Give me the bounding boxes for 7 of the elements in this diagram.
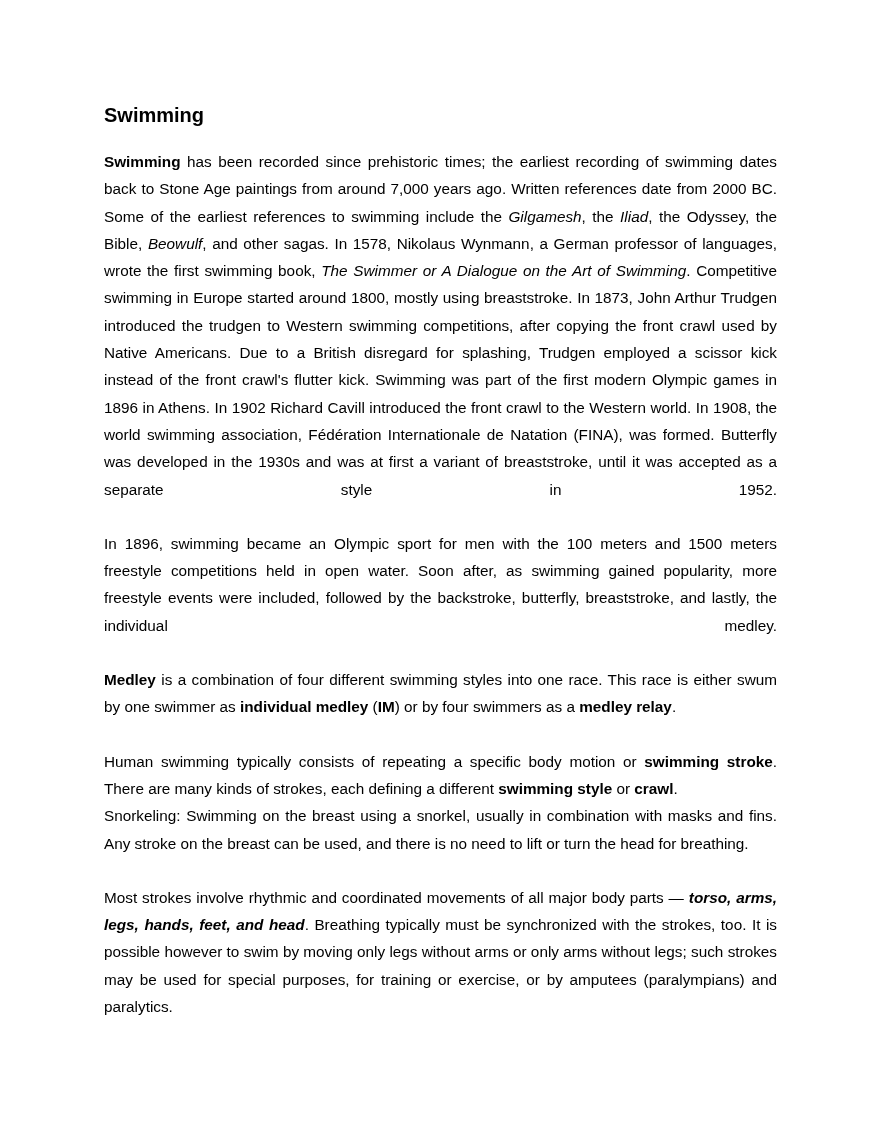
body-paragraph: Swimming has been recorded since prehistoric times; the earliest recording of swimming dates back to Stone Age paintings from around 7,000 years ago. Written references date from 2000 BC. Some of the earliest references to swimming include the Gilgamesh, the Iliad, the Odyssey, the Bible, Beowulf, and other sagas. In 1578, Nikolaus Wynmann, a German professor of languages, wrote the first swimming book, The Swimmer or A Dialogue on the Art of Swimming. Competitive swimming in Europe started around 1800, mostly using breaststroke. In 1873, John Arthur Trudgen introduced the trudgen to Western swimming competitions, after copying the front crawl used by Native Americans. Due to a British disregard for splashing, Trudgen employed a scissor kick instead of the front crawl's flutter kick. Swimming was part of the first modern Olympic games in 1896 in Athens. In 1902 Richard Cavill introduced the front crawl to the Western world. In 1908, the world swimming association, Fédération Internationale de Natation (FINA), was formed. Butterfly was developed in the 1930s and was at first a variant of breaststroke, until it was accepted as a separate style in 1952. [104,152,777,500]
body-paragraph: Snorkeling: Swimming on the breast using a snorkel, usually in combination with masks and fins. Any stroke on the breast can be used, and there is no need to lift or turn the head for breathing. [104,806,777,854]
body-paragraph: Human swimming typically consists of repeating a specific body motion or swimming stroke. There are many kinds of strokes, each defining a different swimming style or crawl. [104,751,777,799]
body-paragraph: Medley is a combination of four different swimming styles into one race. This race is either swum by one swimmer as individual medley (IM) or by four swimmers as a medley relay. [104,670,777,718]
body-paragraph: In 1896, swimming became an Olympic sport for men with the 100 meters and 1500 meters freestyle competitions held in open water. Soon after, as swimming gained popularity, more freestyle events were included, followed by the backstroke, butterfly, breaststroke, and lastly, the individual medley. [104,533,777,636]
body-paragraph: Most strokes involve rhythmic and coordinated movements of all major body parts — torso, arms, legs, hands, feet, and head. Breathing typically must be synchronized with the strokes, too. It is possible however to swim by moving only legs without arms or only arms without legs; such strokes may be used for special purposes, for training or exercise, or by amputees (paralympians) and paralytics. [104,887,777,1017]
page-title: Swimming [104,103,205,128]
